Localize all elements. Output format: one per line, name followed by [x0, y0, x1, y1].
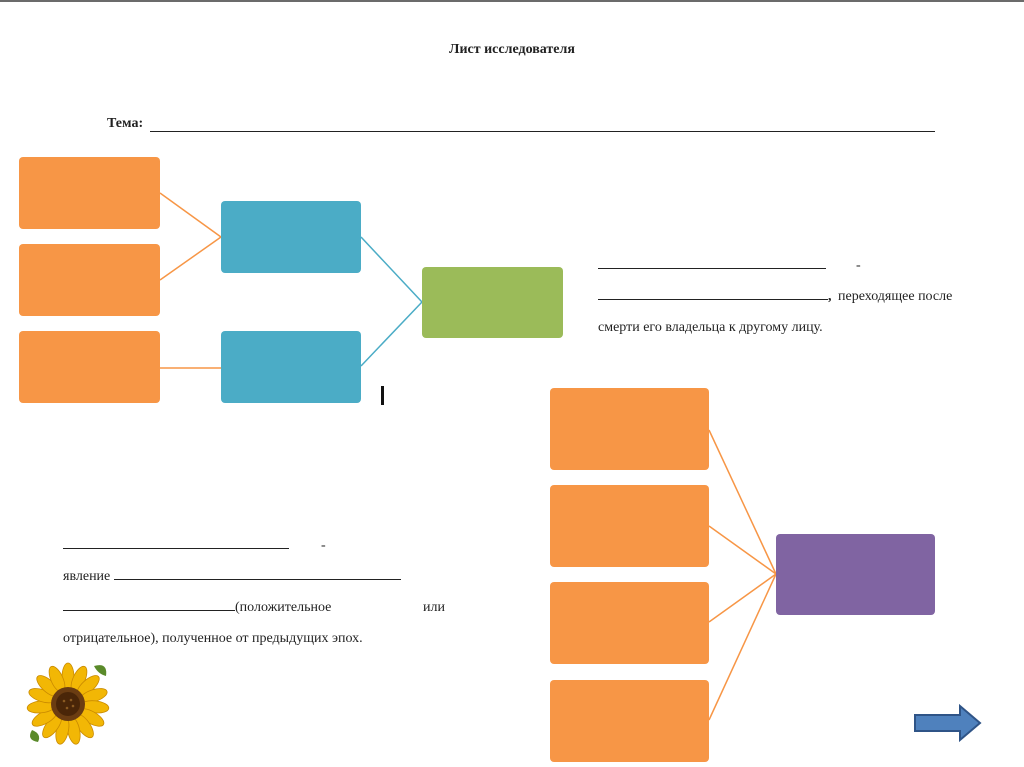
diagram-box-orange-7[interactable] [550, 680, 709, 762]
blank-line[interactable] [63, 595, 235, 611]
connector-line [709, 526, 776, 574]
connector-line [361, 237, 422, 302]
word-phenomenon: явление [63, 569, 110, 584]
blank-line[interactable] [114, 564, 401, 580]
comma: , [828, 289, 832, 304]
connector-line [160, 193, 221, 237]
diagram-box-orange-3[interactable] [19, 331, 160, 403]
sunflower-icon [24, 660, 114, 748]
diagram-box-orange-5[interactable] [550, 485, 709, 567]
diagram-box-orange-2[interactable] [19, 244, 160, 316]
blank-line[interactable] [598, 284, 828, 300]
connector-line [160, 237, 221, 280]
definition-heritage: - явление (положительное или отрицательн… [63, 530, 463, 654]
diagram-box-orange-6[interactable] [550, 582, 709, 664]
text-after-blank: переходящее после [838, 281, 952, 312]
text-cursor [381, 386, 384, 405]
definition-text: отрицательное), полученное от предыдущих… [63, 631, 363, 646]
next-arrow-icon[interactable] [912, 703, 984, 743]
definition-inheritance: - , переходящее после смерти его владель… [598, 250, 990, 343]
definition-text: смерти его владельца к другому лицу. [598, 320, 823, 335]
connector-line [361, 302, 422, 366]
diagram-box-blue-1[interactable] [221, 201, 361, 273]
connector-line [709, 430, 776, 574]
paren-text: (положительное [235, 600, 331, 615]
blank-line[interactable] [598, 253, 826, 269]
or-word: или [423, 592, 445, 623]
diagram-box-orange-4[interactable] [550, 388, 709, 470]
diagram-box-orange-1[interactable] [19, 157, 160, 229]
connector-line [709, 574, 776, 622]
dash: - [321, 530, 326, 561]
diagram-box-green[interactable] [422, 267, 563, 338]
diagram-box-purple[interactable] [776, 534, 935, 615]
connector-line [709, 574, 776, 720]
dash: - [856, 250, 861, 281]
diagram-box-blue-2[interactable] [221, 331, 361, 403]
blank-line[interactable] [63, 533, 289, 549]
